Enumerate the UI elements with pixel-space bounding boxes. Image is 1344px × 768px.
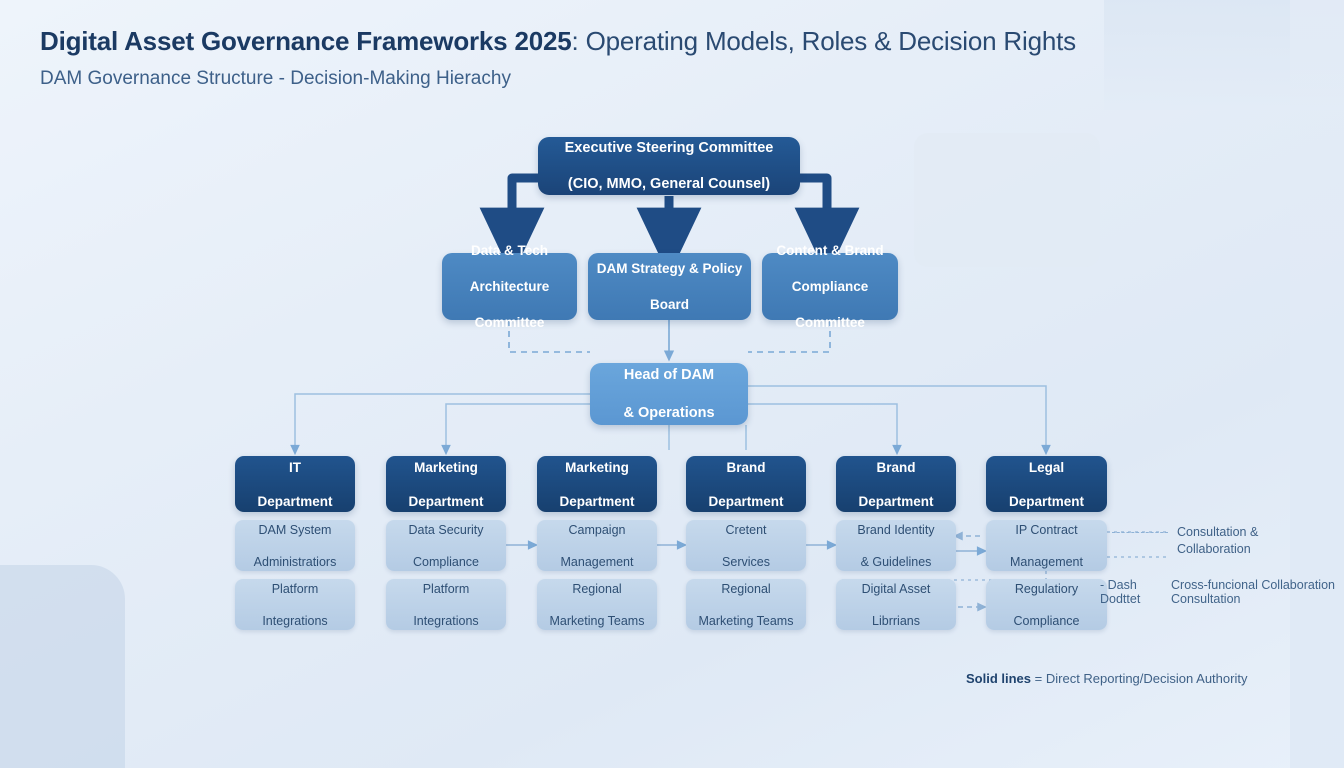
connector-exec-to-data-tech: [479, 173, 545, 277]
node-marketing-1-sub-data-security-compliance[interactable]: Data Security Compliance: [386, 520, 506, 571]
node-marketing-2-sub-campaign-management[interactable]: Campaign Management: [537, 520, 657, 571]
connector-head-to-it: [290, 393, 590, 456]
node-marketing-1-sub-platform-integrations[interactable]: Platform Integrations: [386, 579, 506, 630]
node-legal-sub-ip-contract-management[interactable]: IP Contract Management: [986, 520, 1107, 571]
legend-solid-lines: Solid lines = Direct Reporting/Decision …: [966, 671, 1247, 686]
legend-value-dotted: Consultation: [1171, 592, 1241, 606]
page-title: Digital Asset Governance Frameworks 2025…: [40, 24, 1180, 58]
legend-dashed-sample: [1112, 532, 1168, 533]
node-department-marketing-1[interactable]: Marketing Department: [386, 456, 506, 512]
node-brand-2-sub-brand-identity-guidelines[interactable]: Brand Identity & Guidelines: [836, 520, 956, 571]
node-it-sub-platform-integrations[interactable]: Platform Integrations: [235, 579, 355, 630]
node-executive-steering-committee[interactable]: Executive Steering Committee (CIO, MMO, …: [538, 137, 800, 195]
legend-solid-value: Direct Reporting/Decision Authority: [1045, 671, 1248, 686]
legend-dashed-label-line2: Collaboration: [1177, 542, 1251, 556]
node-marketing-2-sub-regional-marketing-teams[interactable]: Regional Marketing Teams: [537, 579, 657, 630]
node-data-tech-architecture-committee[interactable]: Data & Tech Architecture Committee: [442, 243, 577, 330]
legend-solid-eq: =: [1034, 671, 1043, 686]
node-t2c-label: Content & Brand Compliance Committee: [776, 242, 884, 330]
node-department-legal[interactable]: Legal Department: [986, 456, 1107, 512]
node-brand-1-sub-regional-marketing-teams[interactable]: Regional Marketing Teams: [686, 579, 806, 630]
node-head-label: Head of DAM & Operations: [623, 366, 715, 421]
node-department-marketing-2[interactable]: Marketing Department: [537, 456, 657, 512]
node-brand-1-sub-content-services[interactable]: Cretent Services: [686, 520, 806, 571]
legend-key-dotted: Dodttet: [1100, 592, 1141, 606]
node-t2b-label: DAM Strategy & Policy Board: [596, 260, 743, 312]
node-dam-strategy-policy-board[interactable]: DAM Strategy & Policy Board: [588, 253, 751, 320]
node-it-sub-dam-system-administrations[interactable]: DAM System Administratiors: [235, 520, 355, 571]
node-content-brand-compliance-committee[interactable]: Content & Brand Compliance Committee: [762, 243, 898, 330]
legend-dashed-label-line1: Consultation &: [1177, 525, 1259, 539]
header: Digital Asset Governance Frameworks 2025…: [40, 24, 1180, 92]
legend-line-style-key: - Dash Cross-funcional Collaboration Dod…: [1100, 578, 1344, 606]
legend-value-dash: Cross-funcional Collaboration: [1171, 578, 1335, 592]
node-department-brand-1[interactable]: Brand Department: [686, 456, 806, 512]
node-t2a-label: Data & Tech Architecture Committee: [469, 242, 550, 330]
node-department-brand-2[interactable]: Brand Department: [836, 456, 956, 512]
node-head-of-dam-operations[interactable]: Head of DAM & Operations: [590, 363, 748, 425]
node-department-it[interactable]: IT Department: [235, 456, 355, 512]
connector-head-to-marketing-1: [441, 403, 590, 456]
legend-solid-key: Solid lines: [966, 671, 1032, 686]
connector-exec-to-content-brand: [794, 173, 860, 277]
node-brand-2-sub-digital-asset-librarians[interactable]: Digital Asset Librrians: [836, 579, 956, 630]
connector-head-to-brand-2: [748, 403, 902, 456]
page-title-strong: Digital Asset Governance Frameworks 2025: [40, 26, 572, 56]
page-subtitle: DAM Governance Structure - Decision-Maki…: [40, 68, 511, 89]
connector-head-to-legal: [748, 385, 1051, 456]
legend-key-dash: - Dash: [1100, 578, 1137, 592]
legend-consultation-collaboration: Consultation & Collaboration: [1112, 524, 1344, 558]
node-exec-label: Executive Steering Committee (CIO, MMO, …: [564, 140, 774, 192]
page-title-rest: : Operating Models, Roles & Decision Rig…: [571, 26, 1077, 56]
node-legal-sub-regulatory-compliance[interactable]: Regulatiory Compliance: [986, 579, 1107, 630]
